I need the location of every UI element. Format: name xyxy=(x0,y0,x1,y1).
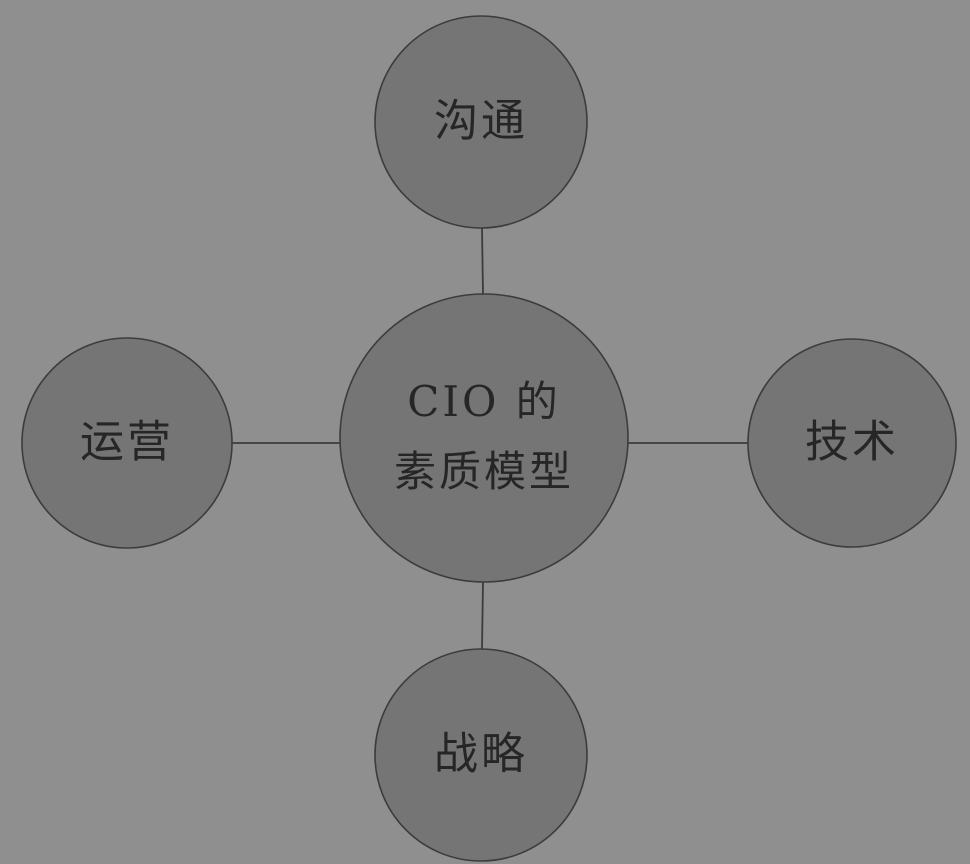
node-center-label-line1: CIO 的 xyxy=(407,377,561,426)
node-operations-circle[interactable] xyxy=(21,337,233,549)
edge-center-to-communication xyxy=(481,227,484,295)
node-technology-label: 技术 xyxy=(805,417,899,468)
node-strategy-label: 战略 xyxy=(434,729,528,780)
edge-center-to-strategy xyxy=(481,581,484,650)
node-technology[interactable]: 技术 xyxy=(747,338,957,548)
edge-group xyxy=(232,227,748,650)
node-communication-label: 沟通 xyxy=(434,96,528,147)
node-center-label-line2: 素质模型 xyxy=(394,447,574,496)
node-technology-circle[interactable] xyxy=(747,338,957,548)
node-operations-label: 运营 xyxy=(80,417,174,468)
node-strategy-circle[interactable] xyxy=(374,648,588,862)
node-center-circle[interactable] xyxy=(339,293,629,583)
node-communication-circle[interactable] xyxy=(374,15,588,229)
node-operations[interactable]: 运营 xyxy=(21,337,233,549)
node-communication[interactable]: 沟通 xyxy=(374,15,588,229)
node-center-cio-competency-model[interactable]: CIO 的 素质模型 xyxy=(339,293,629,583)
node-strategy[interactable]: 战略 xyxy=(374,648,588,862)
